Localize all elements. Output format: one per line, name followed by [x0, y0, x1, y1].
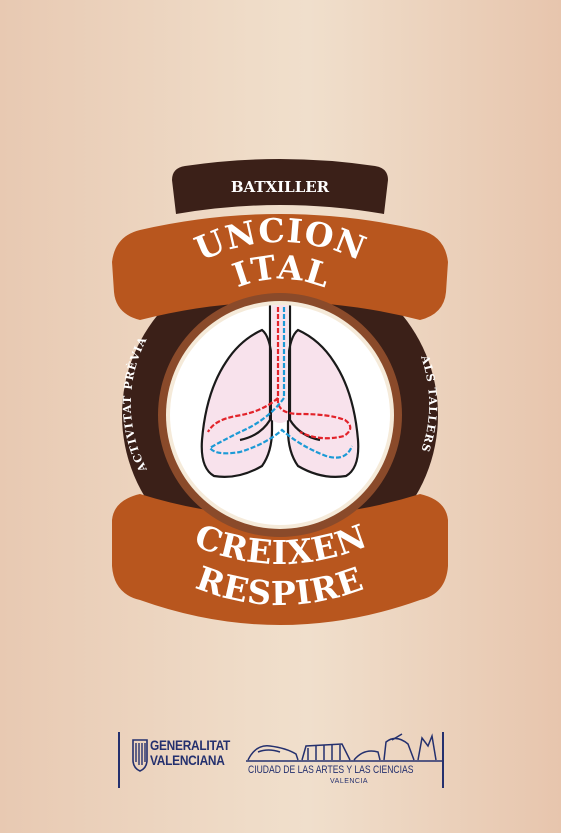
- lungs-illustration: [200, 305, 360, 478]
- generalitat-line-1: GENERALITAT: [150, 737, 231, 753]
- divider-left: [118, 732, 120, 788]
- cac-logo-city: VALENCIA: [330, 778, 369, 785]
- top-tab: [172, 159, 388, 214]
- title-banner: [112, 214, 448, 320]
- generalitat-shield-icon: [132, 739, 148, 772]
- divider-right: [442, 732, 444, 788]
- generalitat-logo-text: GENERALITAT VALENCIANA: [150, 737, 231, 768]
- footer-logos: GENERALITAT VALENCIANA CIUDAD DE LAS ART…: [0, 720, 561, 800]
- badge-emblem: BATXILLER FUNCIONS VITALS ACTIVITAT PRÈV…: [112, 159, 448, 625]
- cac-skyline-icon: [246, 733, 442, 762]
- level-label: BATXILLER: [231, 178, 330, 196]
- vessel-blue: [208, 305, 354, 459]
- vessel-red: [207, 305, 352, 440]
- generalitat-line-2: VALENCIANA: [150, 752, 225, 768]
- subtitle-banner: [112, 494, 448, 625]
- cac-logo-name: CIUDAD DE LAS ARTES Y LAS CIENCIAS: [248, 764, 414, 776]
